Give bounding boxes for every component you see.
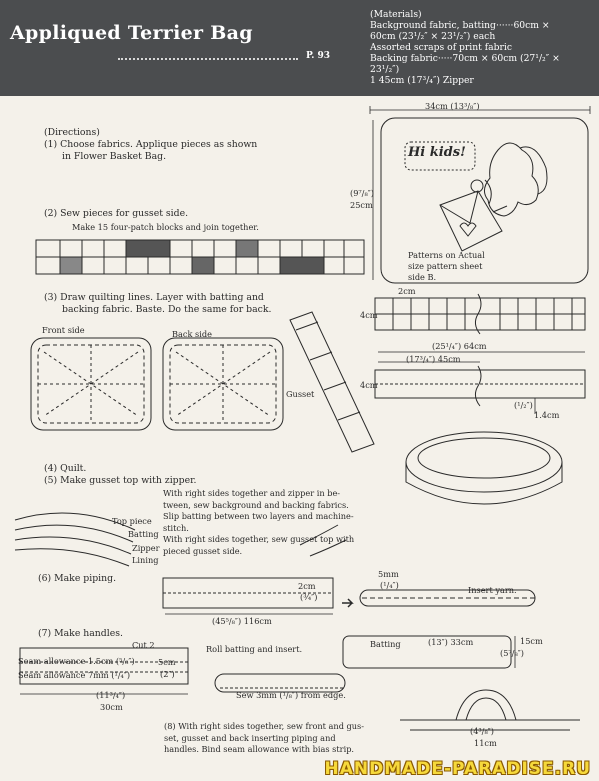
materials-line: Background fabric, batting······60cm ×: [370, 20, 550, 31]
dim-handle-5cm: 5cm: [158, 657, 176, 667]
gusset-loop-drawing: [406, 432, 562, 504]
dim-bag-438in: (4³/₈″): [470, 726, 494, 736]
materials-line: (Materials): [370, 9, 422, 20]
piping-drawing: [163, 578, 535, 614]
cut-2-label: Cut 2: [132, 640, 155, 650]
step-7-text: (7) Make handles.: [38, 628, 123, 639]
step-8-line: set, gusset and back inserting piping an…: [164, 732, 336, 743]
dim-handle-33cm: (13″) 33cm: [428, 637, 474, 647]
materials-line: Assorted scraps of print fabric: [370, 42, 512, 53]
patterns-note-line: Patterns on Actual: [408, 250, 485, 260]
materials-line: 60cm (23¹/₂″ × 23¹/₂″) each: [370, 31, 496, 42]
dotted-leader: [118, 58, 298, 60]
step-1-text-cont: in Flower Basket Bag.: [62, 151, 167, 162]
dim-piping-34-in: (¾″): [300, 592, 318, 602]
materials-line: 1 45cm (17³/₄″) Zipper: [370, 75, 474, 86]
step-8-line: (8) With right sides together, sew front…: [164, 721, 365, 731]
dim-gusset-2cm: 2cm: [398, 286, 416, 296]
step-8-text: (8) With right sides together, sew front…: [164, 721, 364, 756]
dim-gusset-half-in: (¹/₂″): [514, 400, 533, 410]
seam-allowance-7mm: Seam allowance 7mm (¹/₄″): [18, 670, 131, 680]
patterns-note-line: side B.: [408, 272, 437, 282]
dim-bag-11cm: 11cm: [474, 738, 497, 748]
dim-handle-2in: (2″): [160, 669, 175, 679]
step-5-note: With right sides together and zipper in …: [163, 488, 354, 557]
dim-gusset-4cm: 4cm: [360, 310, 378, 320]
quilting-panels-drawing: [31, 312, 374, 452]
dim-bag-height-in: (9⁷/₈″): [350, 188, 374, 198]
gusset-grid-drawing: [375, 294, 585, 414]
batting-label: Batting: [128, 529, 159, 539]
step-5-note-line: Slip batting between two layers and mach…: [163, 511, 354, 521]
step-3-text: (3) Draw quilting lines. Layer with batt…: [44, 292, 264, 303]
sew-3mm-label: Sew 3mm (¹/₈″) from edge.: [236, 690, 346, 700]
step-2-text: (2) Sew pieces for gusset side.: [44, 208, 189, 219]
patchwork-strip-drawing: [36, 240, 364, 274]
zipper-label: Zipper: [132, 543, 160, 553]
step-5-note-line: pieced gusset side.: [163, 545, 243, 556]
patterns-note: Patterns on Actual size pattern sheet si…: [408, 250, 485, 283]
dim-bag-height-cm: 25cm: [350, 200, 373, 210]
dim-gusset-45cm: (17³/₄″) 45cm: [406, 354, 461, 364]
watermark-logo: HANDMADE-PARADISE.RU: [324, 759, 591, 779]
front-side-label: Front side: [42, 325, 85, 335]
dim-piping-5mm: 5mm: [378, 569, 399, 579]
hi-kids-applique-text: Hi kids!: [408, 145, 466, 160]
materials-line: Backing fabric·····70cm × 60cm (27¹/₂″ ×: [370, 53, 560, 64]
dim-handle-578in: (5⁷/₈″): [500, 648, 524, 658]
step-3-text-cont: backing fabric. Baste. Do the same for b…: [62, 304, 272, 315]
step-1-text: (1) Choose fabrics. Applique pieces as s…: [44, 139, 258, 150]
dim-gusset-64cm: (25¹/₄″) 64cm: [432, 341, 487, 351]
dim-handle-11in: (11³/₄″): [96, 690, 126, 700]
dim-piping-2cm: 2cm: [298, 581, 316, 591]
back-side-label: Back side: [172, 329, 212, 339]
materials-list: (Materials) Background fabric, batting··…: [370, 9, 595, 86]
handle-drawing: [20, 636, 580, 730]
seam-allowance-15: Seam allowance 1.5cm (⁵/₈″): [18, 656, 135, 666]
dim-gusset-14cm: 1.4cm: [534, 410, 560, 420]
dim-handle-30cm: 30cm: [100, 702, 123, 712]
dim-piping-116cm: (45⁵/₈″) 116cm: [212, 616, 272, 626]
step-5-note-line: With right sides together, sew gusset to…: [163, 534, 355, 544]
bag-front-panel-drawing: [370, 106, 590, 283]
step-2-subtext: Make 15 four-patch blocks and join toget…: [72, 222, 259, 232]
batting-strip-label: Batting: [370, 639, 401, 649]
step-6-text: (6) Make piping.: [38, 573, 117, 584]
step-4-text: (4) Quilt.: [44, 463, 87, 474]
roll-batting-label: Roll batting and insert.: [206, 644, 303, 654]
step-5-note-line: With right sides together and zipper in …: [163, 488, 341, 498]
zipper-layers-drawing: [15, 513, 346, 566]
step-5-note-line: tween, sew background and backing fabric…: [163, 499, 349, 510]
gusset-label: Gusset: [286, 389, 315, 399]
patterns-note-line: size pattern sheet: [408, 261, 483, 271]
dim-handle-15cm: 15cm: [520, 636, 543, 646]
step-5-text: (5) Make gusset top with zipper.: [44, 475, 197, 486]
page-title: Appliqued Terrier Bag: [10, 22, 253, 44]
title-bar: [0, 0, 599, 96]
top-piece-label: Top piece: [112, 516, 152, 526]
dim-gusset-4cm-b: 4cm: [360, 380, 378, 390]
insert-yarn-label: Insert yarn.: [468, 585, 517, 595]
step-8-line: handles. Bind seam allowance with bias s…: [164, 744, 355, 754]
dim-piping-quarter-in: (¹/₄″): [380, 580, 399, 590]
step-5-note-line: stitch.: [163, 522, 189, 533]
directions-heading: (Directions): [44, 127, 100, 138]
page-reference: P. 93: [306, 51, 331, 61]
dim-bag-width: 34cm (13³/₈″): [425, 101, 480, 111]
materials-line: 23¹/₂″): [370, 64, 400, 75]
lining-label: Lining: [132, 555, 159, 565]
